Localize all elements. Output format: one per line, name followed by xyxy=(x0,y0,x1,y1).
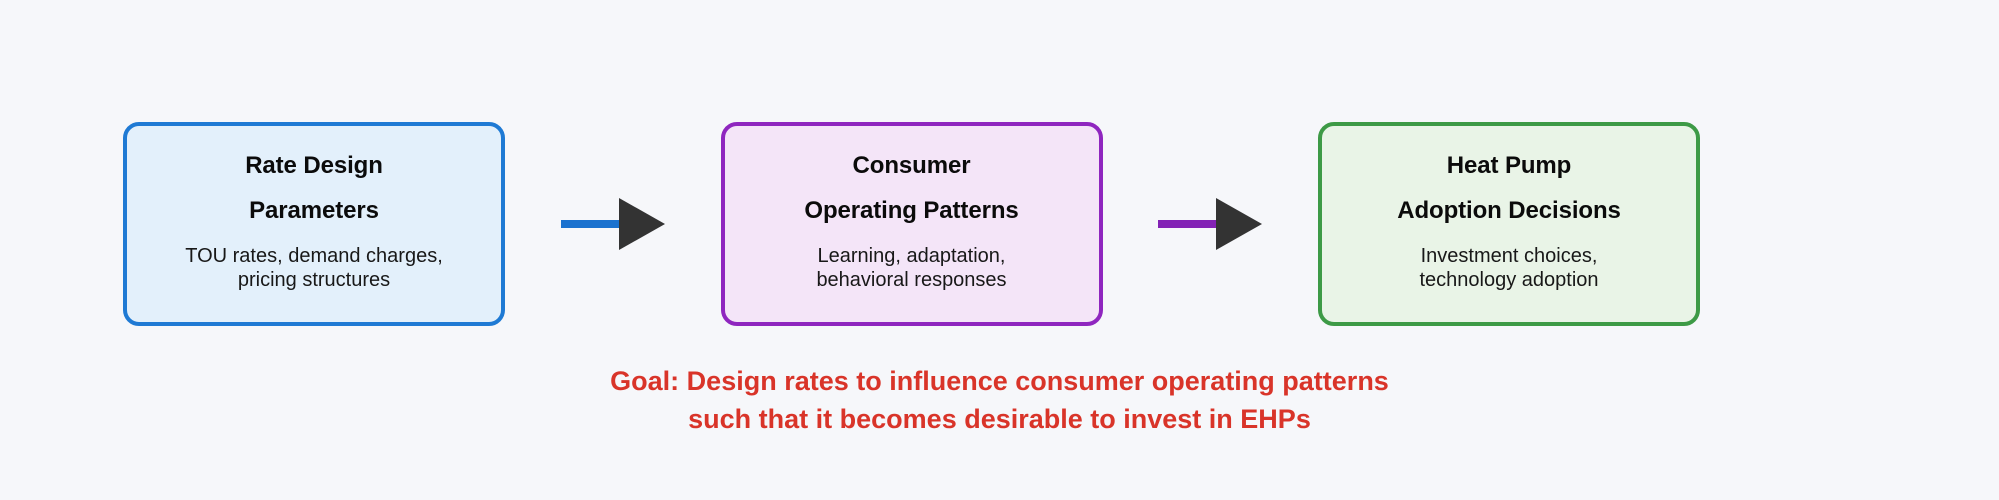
flow-row: Rate Design Parameters TOU rates, demand… xyxy=(123,122,1700,326)
right-arrow-icon xyxy=(1216,198,1263,250)
node-subtitle-line1: TOU rates, demand charges, xyxy=(185,244,443,267)
node-title-line1: Heat Pump xyxy=(1446,151,1572,179)
node-rate-design-parameters[interactable]: Rate Design Parameters TOU rates, demand… xyxy=(123,122,505,326)
node-heat-pump-adoption-decisions[interactable]: Heat Pump Adoption Decisions Investment … xyxy=(1318,122,1700,326)
node-title-line1: Rate Design xyxy=(245,151,383,179)
node-subtitle-line1: Learning, adaptation, xyxy=(817,244,1006,267)
node-title-line2: Adoption Decisions xyxy=(1397,196,1621,224)
node-consumer-operating-patterns[interactable]: Consumer Operating Patterns Learning, ad… xyxy=(720,122,1103,326)
right-arrow-icon xyxy=(618,198,665,250)
node-title-line2: Parameters xyxy=(249,196,379,224)
node-subtitle-line2: behavioral responses xyxy=(816,268,1007,291)
arrow-line xyxy=(1158,220,1221,228)
node-subtitle-line2: pricing structures xyxy=(237,268,391,291)
node-title-line2: Operating Patterns xyxy=(804,196,1019,224)
arrow-consumer-to-heat-pump xyxy=(1158,194,1263,254)
arrow-rate-design-to-consumer xyxy=(560,194,665,254)
goal-caption-line1: Goal: Design rates to influence consumer… xyxy=(610,366,1389,396)
node-subtitle-line2: technology adoption xyxy=(1419,268,1599,291)
goal-caption-line2: such that it becomes desirable to invest… xyxy=(688,404,1311,435)
arrow-line xyxy=(560,220,623,228)
node-subtitle-line1: Investment choices, xyxy=(1420,244,1598,267)
node-title-line1: Consumer xyxy=(852,151,971,179)
goal-caption: Goal: Design rates to influence consumer… xyxy=(0,362,1999,439)
